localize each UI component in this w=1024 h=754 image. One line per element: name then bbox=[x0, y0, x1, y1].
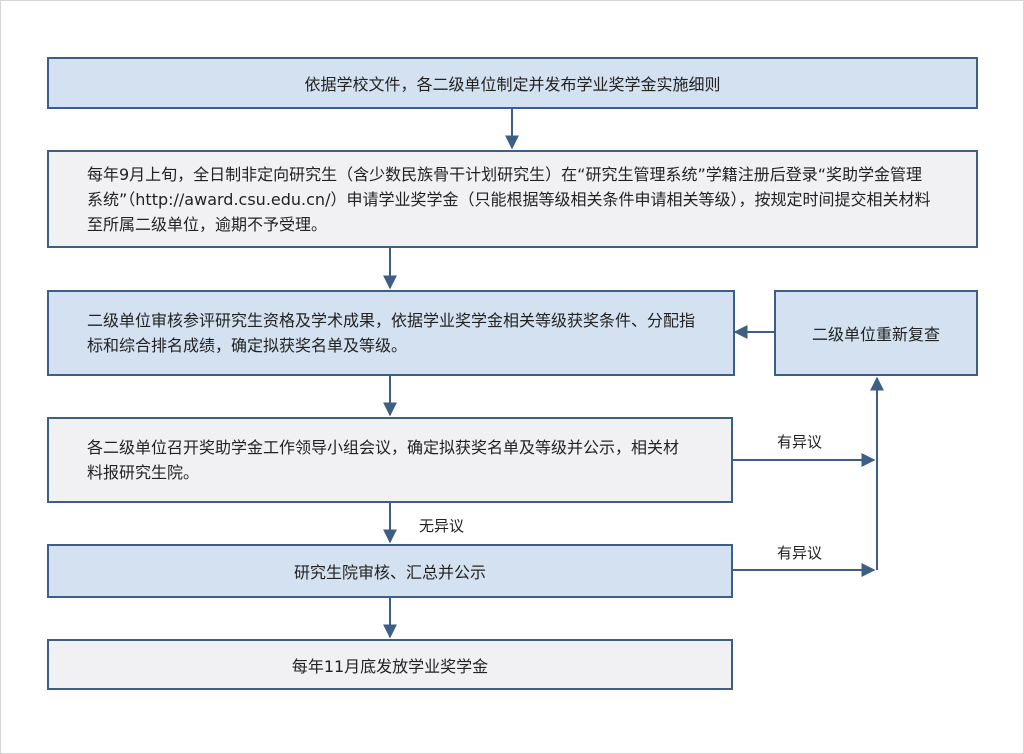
recheck-box: 二级单位重新复查 bbox=[774, 290, 978, 376]
step4-text: 各二级单位召开奖助学金工作领导小组会议，确定拟获奖名单及等级并公示，相关材料报研… bbox=[87, 438, 680, 482]
step5-text: 研究生院审核、汇总并公示 bbox=[293, 563, 486, 582]
step5-box: 研究生院审核、汇总并公示 bbox=[47, 544, 733, 598]
step4-box: 各二级单位召开奖助学金工作领导小组会议，确定拟获奖名单及等级并公示，相关材料报研… bbox=[47, 417, 733, 503]
step6-box: 每年11月底发放学业奖学金 bbox=[47, 639, 733, 690]
step2-text: 每年9月上旬，全日制非定向研究生（含少数民族骨干计划研究生）在“研究生管理系统”… bbox=[87, 164, 931, 234]
step1-box: 依据学校文件，各二级单位制定并发布学业奖学金实施细则 bbox=[47, 57, 978, 109]
objection-label-1: 有异议 bbox=[777, 433, 823, 451]
step6-text: 每年11月底发放学业奖学金 bbox=[291, 656, 489, 676]
objection-label-2: 有异议 bbox=[777, 544, 823, 562]
recheck-text: 二级单位重新复查 bbox=[811, 325, 940, 344]
step3-text: 二级单位审核参评研究生资格及学术成果，依据学业奖学金相关等级获奖条件、分配指标和… bbox=[87, 311, 696, 355]
step1-text: 依据学校文件，各二级单位制定并发布学业奖学金实施细则 bbox=[304, 75, 721, 94]
step2-box: 每年9月上旬，全日制非定向研究生（含少数民族骨干计划研究生）在“研究生管理系统”… bbox=[47, 150, 978, 248]
no-objection-label: 无异议 bbox=[419, 517, 465, 535]
step3-box: 二级单位审核参评研究生资格及学术成果，依据学业奖学金相关等级获奖条件、分配指标和… bbox=[47, 290, 735, 376]
